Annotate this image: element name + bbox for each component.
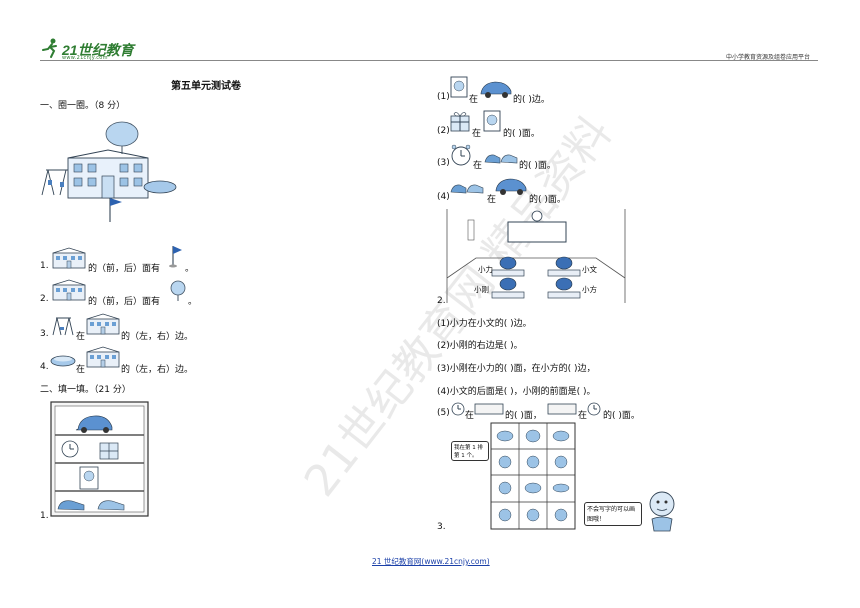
speech-bubble-right: 不会写字的可以画图哦！ [584, 502, 642, 526]
question-2-2-4: (4)小文的后面是( )，小刚的前面是( )。 [437, 387, 596, 397]
school-building-icon [52, 279, 86, 301]
question-2-2-5-b: 的( )面， [505, 411, 542, 421]
logo-text: 21世纪教育 [62, 42, 134, 58]
label-xiaofang: 小方 [582, 285, 597, 294]
platform-caption: 中小学教育资源及组卷应用平台 [726, 54, 811, 61]
page-title: 第五单元测试卷 [171, 81, 241, 92]
question-1-2-end: 。 [188, 297, 198, 307]
question-2-2-5-a: 在 [465, 411, 475, 421]
question-2-1-3-mid: 在 [473, 161, 483, 171]
label-xiaowen: 小文 [582, 265, 597, 274]
animal-grid [490, 422, 576, 530]
question-2-1-2-text: 的( )面。 [503, 129, 540, 139]
photo-frame-icon [483, 110, 501, 132]
school-building-icon [86, 313, 120, 335]
school-building-icon [52, 247, 86, 269]
question-1-4: 4. [40, 362, 49, 372]
question-2-2-5-c: 在 [578, 411, 588, 421]
question-2-2-2: (2)小刚的右边是( )。 [437, 341, 523, 351]
blackboard-icon [474, 403, 504, 415]
question-2-2-1: (1)小力在小文的( )边。 [437, 319, 532, 329]
shelf-illustration [50, 401, 149, 517]
question-2-1-4-mid: 在 [487, 195, 497, 205]
cartoon-character-icon [649, 491, 675, 532]
question-1-4-mid: 在 [76, 365, 86, 375]
toy-car-icon [495, 178, 527, 195]
question-2-2-5: (5) [437, 408, 450, 418]
question-2-1: 1. [40, 511, 49, 521]
question-2-1-1-mid: 在 [469, 95, 479, 105]
header-divider [40, 60, 818, 61]
clock-icon [587, 402, 601, 416]
toy-car-icon [480, 81, 512, 98]
logo-runner-icon [42, 38, 57, 58]
question-2-1-3-text: 的( )面。 [519, 161, 556, 171]
flag-icon [169, 246, 182, 268]
question-2-1-3: (3) [437, 158, 450, 168]
question-2-1-2: (2) [437, 126, 450, 136]
section-heading-1: 一、圈一圈。（8 分） [40, 101, 126, 111]
label-xiaoli: 小力 [478, 265, 493, 274]
question-2-2: 2. [437, 296, 446, 306]
school-building-icon [86, 346, 120, 368]
question-2-2-5-d: 的( )面。 [603, 411, 640, 421]
photo-frame-icon [450, 76, 468, 98]
question-1-4-text: 的（左，右）边。 [121, 365, 194, 375]
section-heading-2: 二、填一填。（21 分） [40, 385, 131, 395]
question-2-1-4-text: 的( )面。 [529, 195, 566, 205]
gift-box-icon [450, 112, 470, 132]
shoes-icon [484, 154, 518, 164]
blackboard-icon [547, 403, 577, 415]
question-2-1-2-mid: 在 [472, 129, 482, 139]
question-1-1-end: 。 [185, 264, 195, 274]
question-1-1: 1. [40, 261, 49, 271]
question-2-1-1-text: 的( )边。 [513, 95, 550, 105]
question-2-1-1: (1) [437, 92, 450, 102]
question-1-2-text: 的（前，后）面有 [88, 297, 161, 307]
question-1-2: 2. [40, 294, 49, 304]
question-1-3-text: 的（左，右）边。 [121, 332, 194, 342]
classroom-illustration [446, 209, 626, 303]
footer-link[interactable]: 21 世纪教育网(www.21cnjy.com) [372, 557, 490, 566]
question-1-3: 3. [40, 329, 49, 339]
swing-icon [52, 317, 74, 336]
question-1-3-mid: 在 [76, 332, 86, 342]
alarm-clock-icon [451, 144, 471, 166]
school-scene-illustration [41, 121, 177, 222]
logo-url: www.21cnjy.com [62, 55, 108, 61]
pool-icon [50, 355, 76, 367]
tree-icon [170, 280, 186, 301]
question-2-2-3: (3)小刚在小力的( )面，在小方的( )边， [437, 364, 596, 374]
question-2-3: 3. [437, 522, 446, 532]
question-2-1-4: (4) [437, 192, 450, 202]
label-xiaogang: 小刚 [474, 285, 489, 294]
question-1-1-text: 的（前，后）面有 [88, 264, 161, 274]
shoes-icon [450, 184, 484, 194]
speech-bubble-left: 我在第 1 排第 1 个。 [451, 441, 489, 461]
clock-icon [451, 402, 465, 416]
